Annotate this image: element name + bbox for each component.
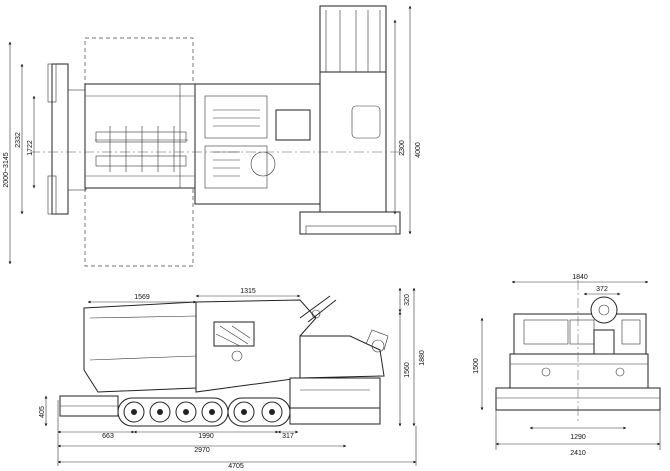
steering-wheel	[590, 296, 618, 324]
dim-deck-height: 1560	[404, 362, 411, 378]
chassis-body	[194, 83, 321, 205]
side-grille	[213, 321, 255, 347]
dim-overall-height: 1880	[419, 350, 426, 366]
dim-seat-width: 372	[596, 286, 608, 293]
top-view-dims	[8, 5, 412, 265]
dim-canopy-offset: 320	[404, 294, 411, 306]
rear-view	[480, 280, 661, 450]
feeder-slats	[95, 126, 188, 172]
dim-screed-width: 2410	[570, 450, 586, 457]
rear-view-dims	[480, 280, 661, 450]
track-assembly	[117, 397, 291, 427]
dim-track-gauge: 2300	[399, 140, 406, 156]
side-view-dims	[44, 287, 417, 466]
operator-deck	[319, 71, 387, 213]
dim-track-length: 1990	[198, 433, 214, 440]
dim-top-width: 1840	[572, 274, 588, 281]
dim-feeder-width: 1722	[27, 140, 34, 156]
dim-rear-overhang: 317	[282, 433, 294, 440]
dim-rear-height: 1500	[473, 358, 480, 374]
top-view	[8, 5, 412, 267]
dim-overall-width: 4000	[415, 142, 422, 158]
dim-hopper-length: 1569	[134, 294, 150, 301]
dim-body-length: 1315	[240, 288, 256, 295]
screed-plate	[51, 63, 69, 215]
dim-track-spacing: 1290	[570, 434, 586, 441]
dim-front-overhang: 663	[102, 433, 114, 440]
side-view	[44, 287, 417, 466]
side-hopper	[83, 301, 197, 393]
dim-screed-width-range: 2000~3145	[3, 152, 10, 187]
dim-hopper-width: 2332	[15, 132, 22, 148]
hopper-body	[84, 83, 196, 189]
dim-track-height: 405	[39, 406, 46, 418]
rear-upper-body	[513, 313, 647, 355]
dim-overall-length: 4705	[228, 463, 244, 470]
dim-wheelbase-span: 2970	[194, 447, 210, 454]
